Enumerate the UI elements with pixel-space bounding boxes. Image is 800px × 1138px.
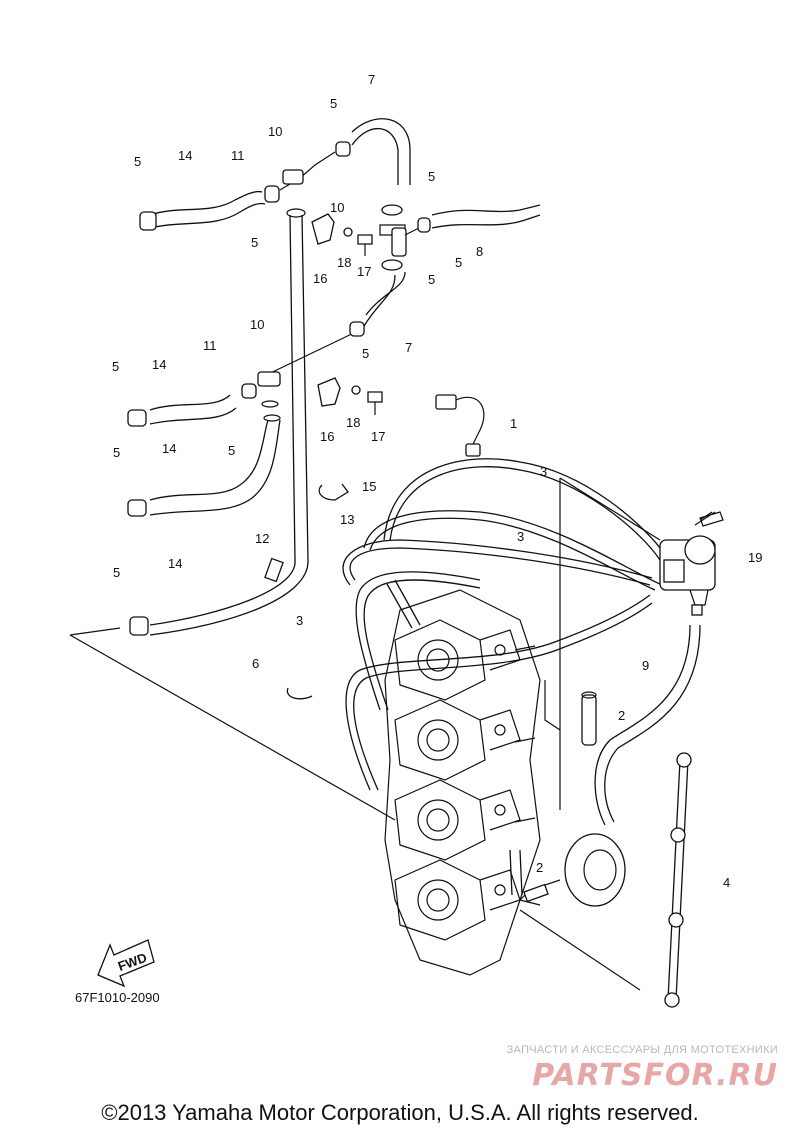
part-label: 3 (540, 464, 547, 479)
part-label: 5 (113, 445, 120, 460)
hose-3 (342, 458, 667, 791)
part-label: 11 (231, 148, 245, 163)
part-label: 5 (113, 565, 120, 580)
part-label: 17 (371, 429, 385, 444)
part-label: 5 (330, 96, 337, 111)
watermark-logo: PARTSFOR.RU (532, 1058, 778, 1093)
part-label: 5 (362, 346, 369, 361)
fwd-arrow (97, 939, 155, 988)
part-label: 10 (250, 317, 264, 332)
part-label: 16 (320, 429, 334, 444)
part-label: 5 (134, 154, 141, 169)
part-label: 10 (268, 124, 282, 139)
part-label: 5 (228, 443, 235, 458)
lead-4 (664, 752, 692, 1008)
copyright-notice: ©2013 Yamaha Motor Corporation, U.S.A. A… (101, 1100, 699, 1125)
part-label: 3 (296, 613, 303, 628)
hose-9 (594, 624, 691, 826)
part-label: 10 (330, 200, 344, 215)
part-label: 16 (313, 271, 327, 286)
part-label: 18 (346, 415, 360, 430)
part-label: 3 (517, 529, 524, 544)
part-label: 5 (455, 255, 462, 270)
part-label: 6 (252, 656, 259, 671)
part-labels: 1223334555555555556778910101011111213141… (112, 72, 762, 890)
part-label: 17 (357, 264, 371, 279)
wire-harness-1 (435, 394, 485, 457)
ref-line (69, 627, 121, 636)
part-label: 14 (152, 357, 166, 372)
drawing-code: 67F1010-2090 (75, 990, 160, 1005)
ref-line (519, 909, 641, 991)
part-label: 9 (642, 658, 649, 673)
watermark-tagline: ЗАПЧАСТИ И АКСЕССУАРЫ ДЛЯ МОТОТЕХНИКИ (506, 1044, 778, 1056)
part-label: 11 (203, 338, 217, 353)
part-label: 14 (178, 148, 192, 163)
part-label: 5 (251, 235, 258, 250)
part-label: 4 (723, 875, 730, 890)
fuel-pump (518, 833, 626, 907)
part-label: 14 (168, 556, 182, 571)
carburetor-assembly (384, 589, 541, 976)
part-label: 15 (362, 479, 376, 494)
part-label: 5 (428, 169, 435, 184)
part-label: 7 (368, 72, 375, 87)
part-label: 14 (162, 441, 176, 456)
hose-2 (509, 691, 597, 896)
part-label: 2 (618, 708, 625, 723)
part-label: 12 (255, 531, 269, 546)
ref-line (69, 634, 396, 821)
part-label: 18 (337, 255, 351, 270)
part-label: 5 (112, 359, 119, 374)
solenoid-19 (659, 511, 724, 616)
part-label: 5 (428, 272, 435, 287)
part-label: 13 (340, 512, 354, 527)
part-label: 1 (510, 416, 517, 431)
ref-line (544, 680, 561, 731)
t-joint-assembly (286, 204, 541, 700)
part-label: 19 (748, 550, 762, 565)
part-label: 2 (536, 860, 543, 875)
part-label: 8 (476, 244, 483, 259)
part-label: 7 (405, 340, 412, 355)
hose-assembly-left (127, 118, 411, 636)
